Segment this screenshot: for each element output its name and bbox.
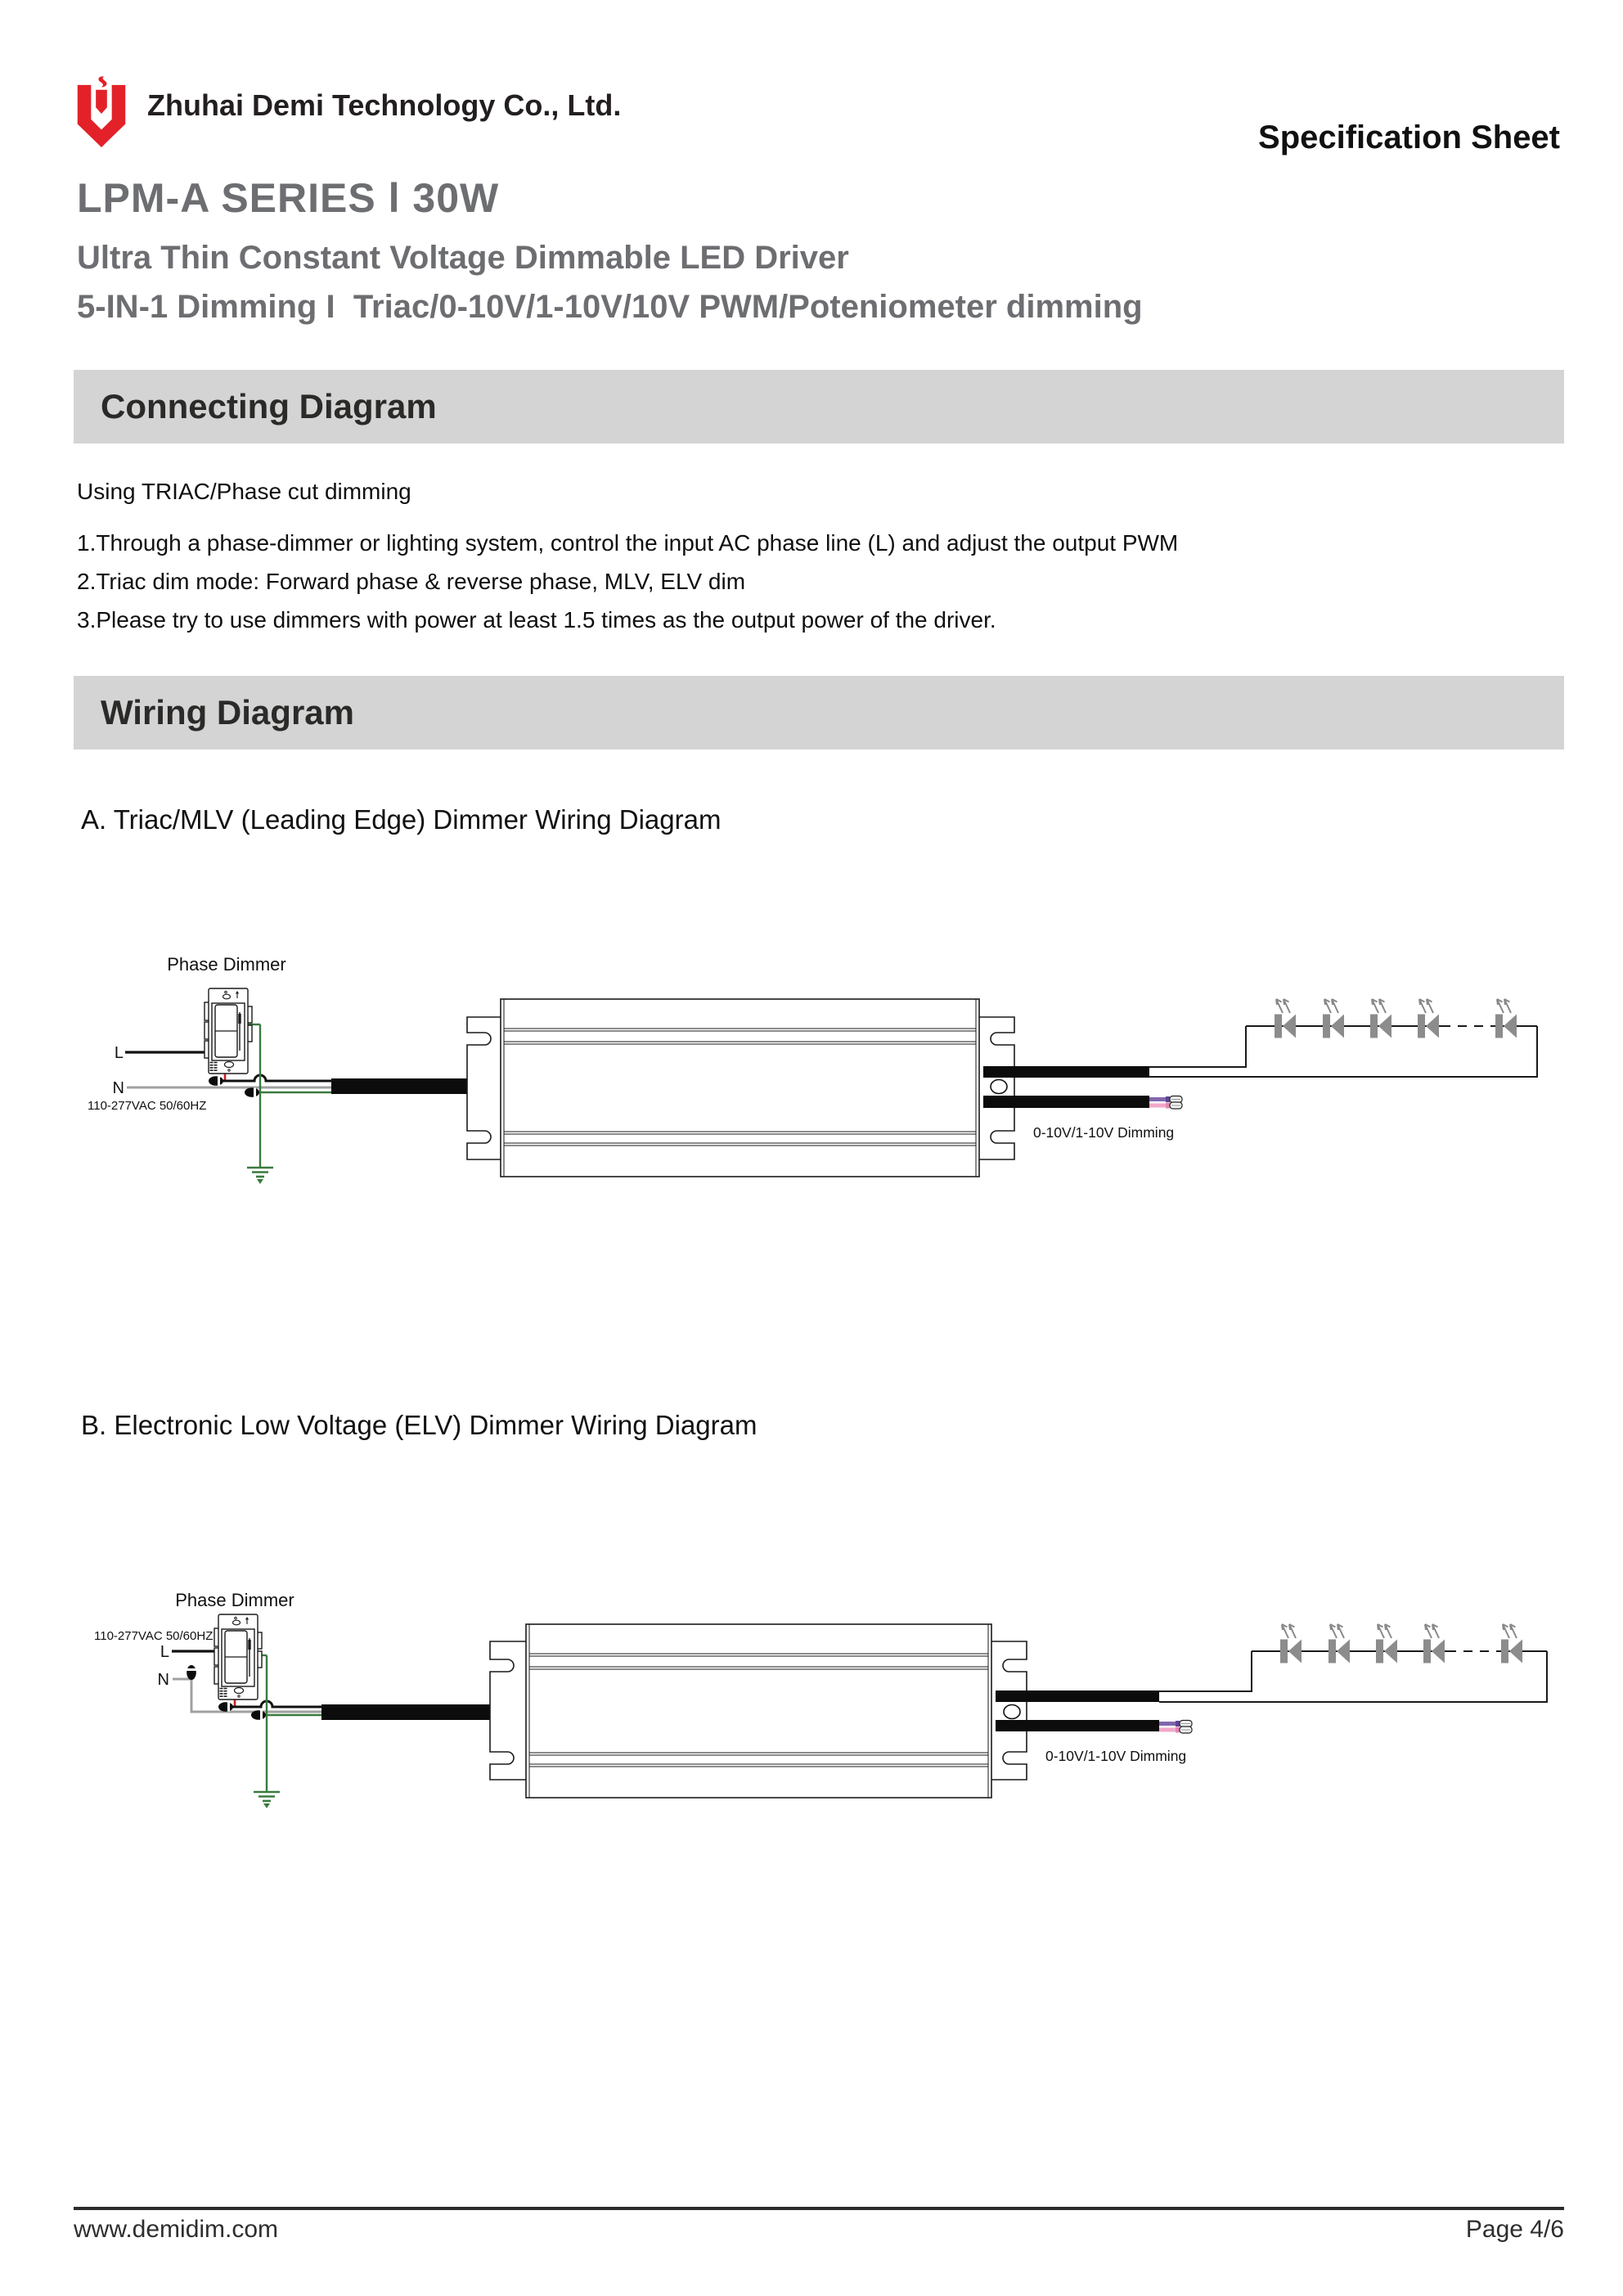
led-emission-arrows-icon [1496,998,1512,1014]
company-logo-icon [77,76,126,147]
wiring-diagram-a: Phase Dimmer 110-277VAC 50/60HZ LN 0-10V/1-… [88,954,1538,1184]
led-emission-arrows-icon [1418,998,1434,1014]
led-string [1159,1623,1548,1703]
led-emission-arrows-icon [1502,1623,1517,1639]
input-voltage-label: 110-277VAC 50/60HZ [94,1629,213,1643]
diagram-b-title: B. Electronic Low Voltage (ELV) Dimmer W… [81,1410,758,1440]
wire-nut-icon [245,1087,259,1097]
led-emission-arrows-icon [1281,1623,1297,1639]
led-icon [1423,1623,1445,1663]
connecting-item-3: 3.Please try to use dimmers with power a… [77,607,996,633]
led-icon [1329,1623,1350,1663]
wire-ferrule-icon [1166,1101,1183,1110]
led-emission-arrows-icon [1324,998,1339,1014]
led-icon [1280,1623,1302,1663]
connecting-intro: Using TRIAC/Phase cut dimming [77,479,411,504]
mounting-hole-icon [990,1078,1008,1095]
section-header-connecting: Connecting Diagram [74,370,1564,443]
neutral-label: N [113,1079,124,1097]
wire-nut-icon [251,1710,266,1720]
led-emission-arrows-icon [1377,1623,1392,1639]
led-emission-arrows-icon [1275,998,1291,1014]
led-icon [1376,1623,1397,1663]
section-title-wiring: Wiring Diagram [101,693,354,732]
footer-divider [74,2207,1564,2210]
line-label: L [160,1643,169,1661]
wire-ferrule-icon [1166,1095,1183,1104]
led-driver-box [466,998,1015,1177]
diagram-a-title: A. Triac/MLV (Leading Edge) Dimmer Wirin… [81,804,722,835]
footer-website: www.demidim.com [74,2216,279,2243]
led-icon [1323,998,1344,1038]
led-icon [1275,998,1296,1038]
footer-page-number: Page 4/6 [1465,2216,1564,2243]
led-emission-arrows-icon [1371,998,1387,1014]
led-driver-box [489,1623,1027,1799]
connecting-item-1: 1.Through a phase-dimmer or lighting sys… [77,530,1179,556]
diagram-root: Phase Dimmer 110-277VAC 50/60HZ LN 0-10V/1-… [88,954,1538,1184]
ground-wire [248,1023,334,1168]
ground-wire [258,1654,323,1792]
earth-ground-icon [247,1166,273,1184]
adjustment-knurl-icon [209,1061,218,1071]
phase-dimmer-label: Phase Dimmer [175,1590,294,1610]
dimming-output-label: 0-10V/1-10V Dimming [1033,1124,1174,1141]
led-icon [1418,998,1439,1038]
output-cables [996,1690,1159,1731]
earth-ground-icon [254,1790,280,1808]
adjustment-knurl-icon [219,1687,227,1697]
product-subtitle-1: Ultra Thin Constant Voltage Dimmable LED… [77,240,849,276]
wire-nut-icon [187,1665,196,1680]
sheet-type-label: Specification Sheet [1258,119,1560,155]
series-title: LPM-A SERIES l 30W [77,175,500,221]
input-voltage-label: 110-277VAC 50/60HZ [88,1099,206,1113]
led-icon [1501,1623,1522,1663]
phase-dimmer-label: Phase Dimmer [167,954,285,975]
section-header-wiring: Wiring Diagram [74,676,1564,750]
led-string [1149,998,1538,1078]
led-emission-arrows-icon [1329,1623,1345,1639]
wire-nut-icon [209,1076,223,1086]
company-name: Zhuhai Demi Technology Co., Ltd. [147,88,622,122]
dimming-leads [1159,1719,1193,1734]
logo-m-shield [77,76,126,147]
dimming-output-label: 0-10V/1-10V Dimming [1045,1748,1186,1764]
section-title-connecting: Connecting Diagram [101,387,437,425]
dimming-leads [1149,1095,1183,1110]
wire-ferrule-icon [1176,1719,1193,1728]
led-icon [1495,998,1517,1038]
neutral-label: N [158,1671,169,1689]
line-label: L [115,1044,124,1062]
wire-nut-icon [218,1702,233,1712]
led-emission-arrows-icon [1424,1623,1440,1639]
wire-ferrule-icon [1176,1726,1193,1734]
led-icon [1370,998,1391,1038]
connecting-item-2: 2.Triac dim mode: Forward phase & revers… [77,569,746,594]
mounting-hole-icon [1003,1704,1021,1720]
phase-dimmer-device [214,1614,263,1700]
output-cables [983,1066,1149,1108]
phase-dimmer-device [204,988,253,1074]
product-subtitle-2: 5-IN-1 Dimming I Triac/0-10V/1-10V/10V P… [77,289,1143,325]
